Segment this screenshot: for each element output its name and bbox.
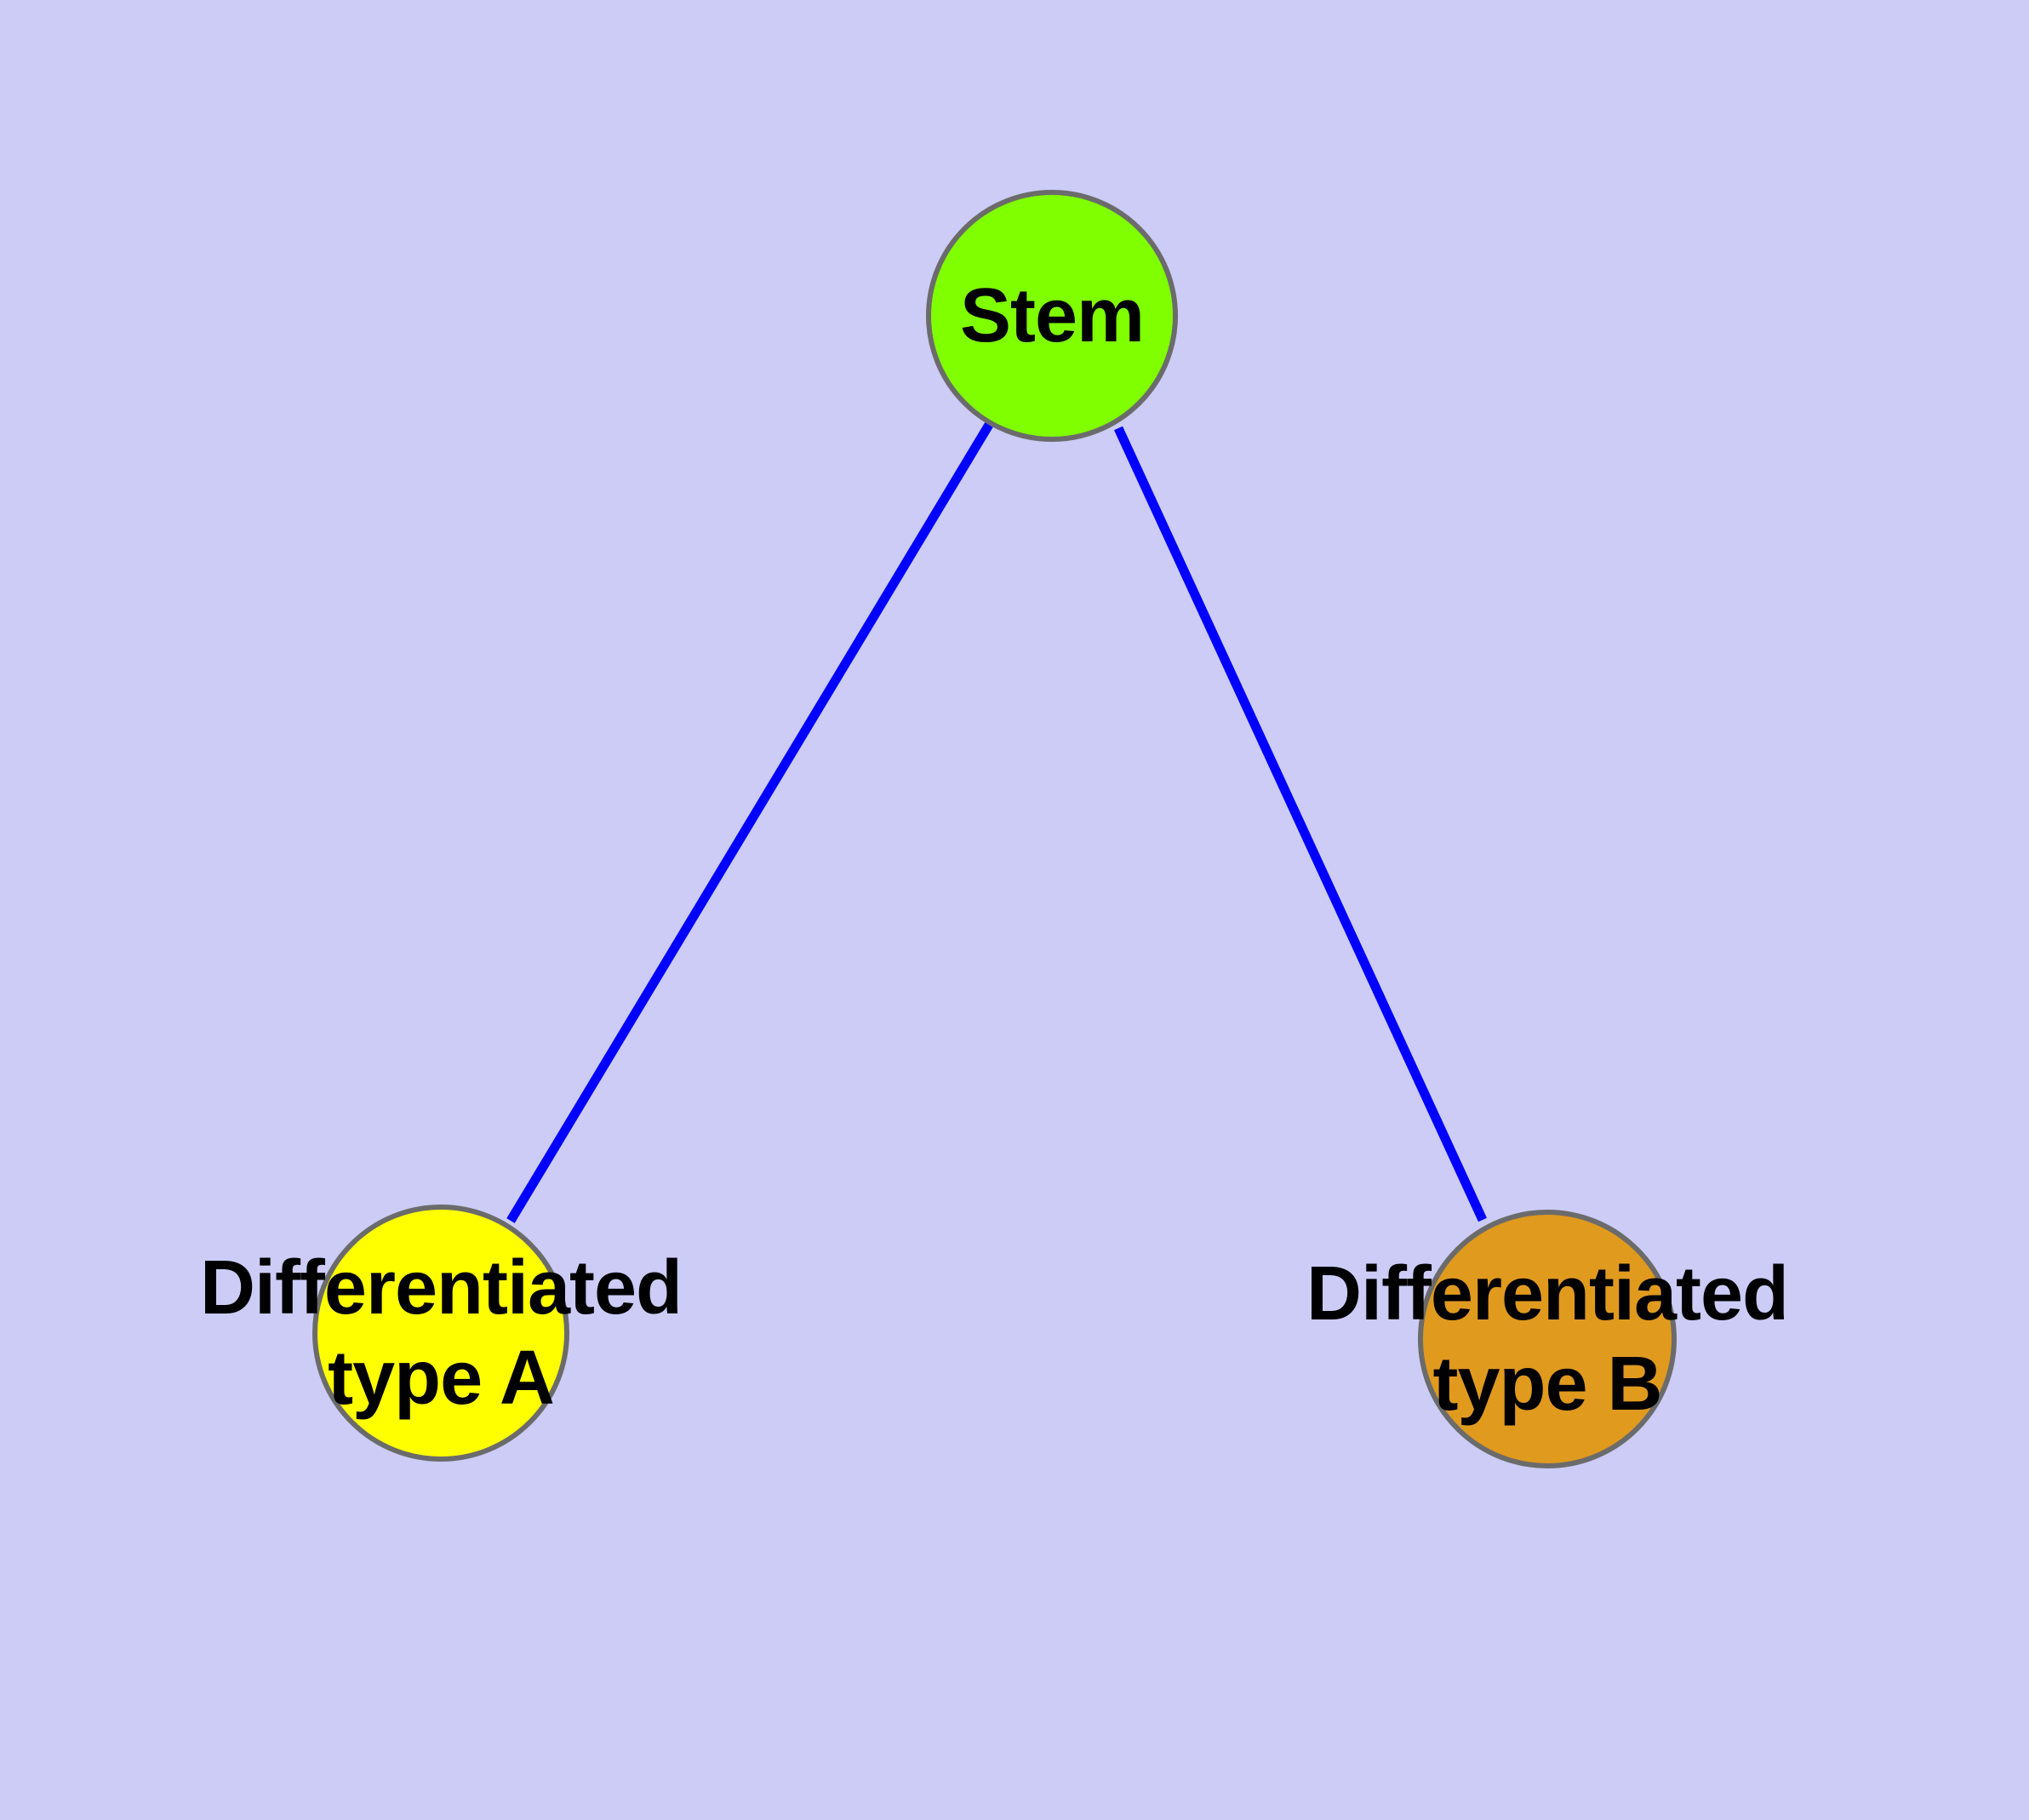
edge-stem-to-differentiated-type-b	[1114, 426, 1487, 1222]
node-stem[interactable]	[926, 190, 1178, 442]
edge-stem-to-differentiated-type-a	[506, 422, 993, 1223]
node-differentiated-type-b[interactable]	[1418, 1210, 1677, 1468]
node-differentiated-type-a[interactable]	[312, 1205, 569, 1462]
